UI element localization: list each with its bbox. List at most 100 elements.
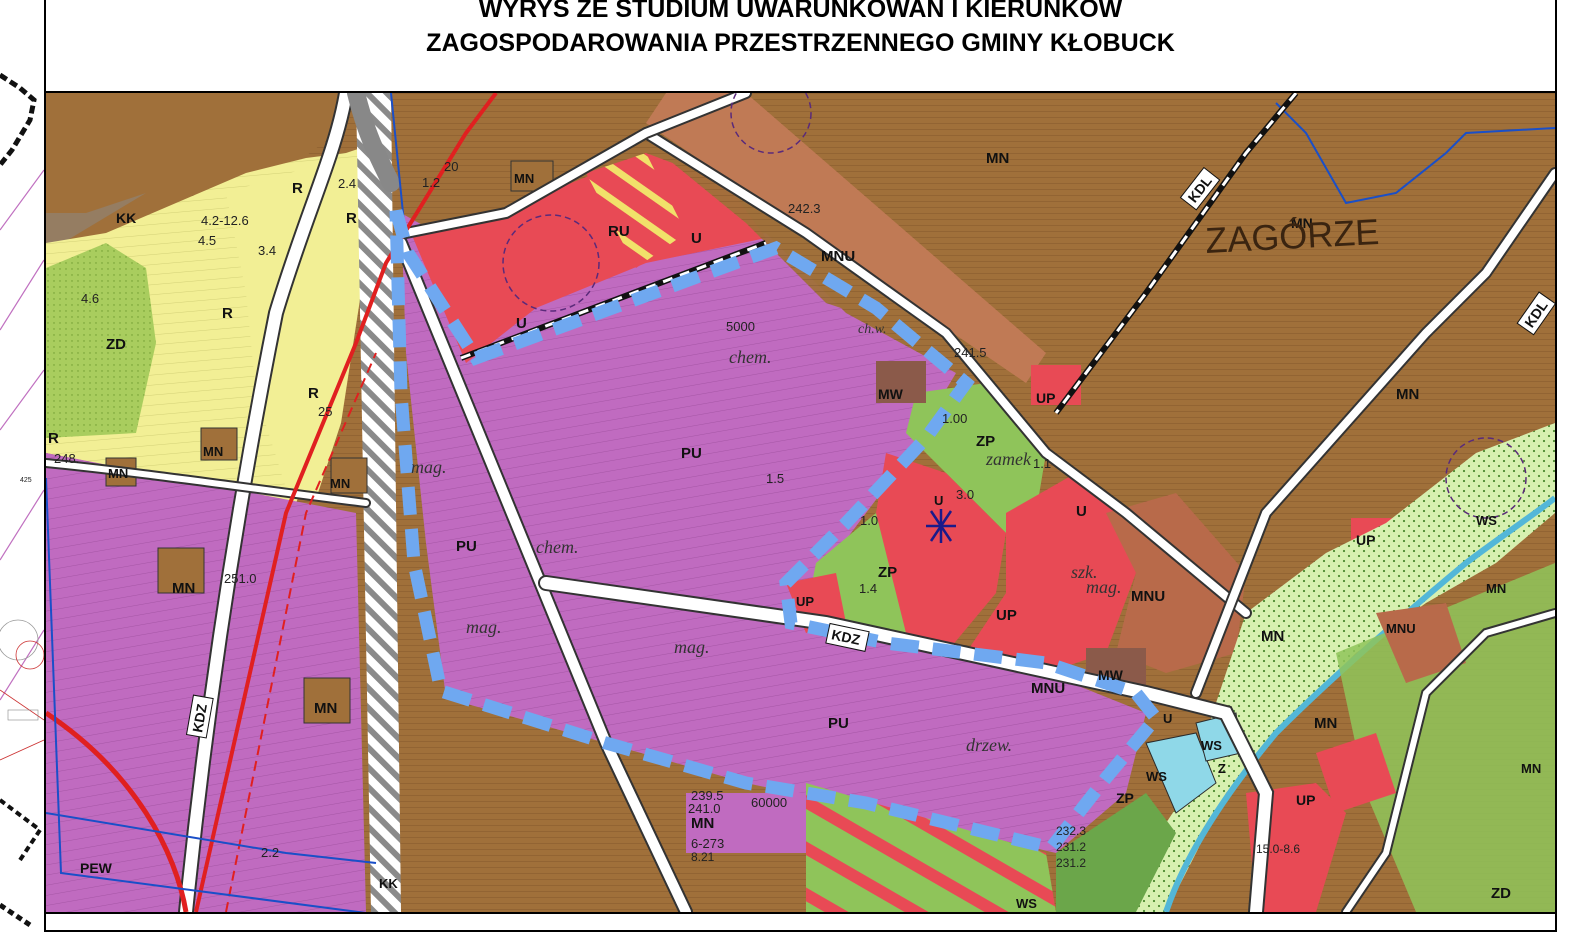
- label-zp-2: ZP: [878, 564, 897, 581]
- label-pu-1: PU: [681, 445, 702, 462]
- label-mn-bottom: MN: [691, 815, 714, 832]
- label-drzew: drzew.: [966, 735, 1012, 755]
- label-n-14: 1.4: [859, 581, 877, 596]
- label-chem-2: chem.: [536, 537, 578, 557]
- label-n-11: 1.1: [1033, 456, 1051, 471]
- label-n-100: 1.00: [942, 411, 967, 426]
- label-ws-4: WS: [1016, 896, 1037, 911]
- label-mn-right3: MN: [1314, 715, 1337, 732]
- label-n-5000: 5000: [726, 319, 755, 334]
- zone-mw-1: [876, 361, 926, 403]
- label-mn-left1: MN: [172, 580, 195, 597]
- label-mn-top: MN: [986, 150, 1009, 167]
- label-mn-right5: MN: [1521, 761, 1541, 776]
- label-n-2410: 241.0: [688, 801, 721, 816]
- label-ws-3: WS: [1476, 513, 1497, 528]
- label-n-2312b: 231.2: [1056, 856, 1086, 870]
- label-r-3: R: [222, 305, 233, 322]
- zone-services-up-a: [876, 453, 1006, 653]
- label-n-2323: 232.3: [1056, 824, 1086, 838]
- zone-mn-square-2: [303, 677, 351, 724]
- map-canvas: MN MN MN MN MN MN MN MN MN MN MN MN MN M…: [46, 93, 1555, 912]
- label-pu-2: PU: [456, 538, 477, 555]
- label-up-5: UP: [1296, 792, 1315, 808]
- zone-zp-striped: [806, 783, 1056, 912]
- label-n-2423: 242.3: [788, 201, 821, 216]
- label-mag-3: mag.: [674, 637, 710, 657]
- label-kk-2: KK: [379, 876, 398, 891]
- label-n-12: 1.2: [422, 175, 440, 190]
- study-map[interactable]: MN MN MN MN MN MN MN MN MN MN MN MN MN M…: [46, 93, 1555, 912]
- label-mag-1: mag.: [411, 457, 447, 477]
- zone-mn-square-1: [157, 547, 205, 594]
- zone-mnu-north: [646, 93, 1046, 383]
- label-n-15: 1.5: [766, 471, 784, 486]
- label-mn-left2: MN: [314, 700, 337, 717]
- protection-zones: [502, 93, 1527, 519]
- roads-layer: [46, 93, 1555, 912]
- label-mnu-4: MNU: [1386, 621, 1416, 636]
- zone-water-ws: [1145, 732, 1217, 814]
- label-zd-2: ZD: [1491, 885, 1511, 902]
- bottom-frame-bar: [46, 912, 1555, 930]
- label-chw: ch.w.: [858, 322, 887, 337]
- label-mn-zagorze: MN: [1291, 215, 1313, 231]
- label-mnu-3: MNU: [1031, 680, 1065, 697]
- monument-star-icon: [926, 509, 956, 543]
- zone-allotments-zd: [46, 243, 156, 438]
- label-mn-top3: MN: [514, 171, 534, 186]
- label-road-kdz-mid: KDZ: [830, 626, 862, 648]
- title-line-1: WYRYS ZE STUDIUM UWARUNKOWAŃ I KIERUNKÓW: [478, 0, 1123, 23]
- map-extract-frame: WYRYS ZE STUDIUM UWARUNKOWAŃ I KIERUNKÓW…: [44, 0, 1557, 932]
- label-mn-right1: MN: [1396, 386, 1419, 403]
- label-n-34: 3.4: [258, 243, 276, 258]
- label-n-1509: 15.0-8.6: [1256, 842, 1300, 856]
- label-r-4: R: [308, 385, 319, 402]
- zone-up-small-top: [1031, 365, 1081, 405]
- zone-ru: [586, 153, 686, 268]
- label-n-2415: 241.5: [954, 345, 987, 360]
- label-u-1: U: [691, 230, 702, 247]
- label-n-22: 2.2: [261, 845, 279, 860]
- zone-services-up-b: [966, 473, 1136, 673]
- label-z: Z: [1218, 761, 1226, 776]
- label-n-6273: 6-273: [691, 836, 724, 851]
- label-road-kdz-left: KDZ: [189, 702, 210, 734]
- label-n-46: 4.6: [81, 291, 99, 306]
- label-n-20: 20: [444, 159, 458, 174]
- label-kk-1: KK: [116, 210, 136, 226]
- label-n-2395: 239.5: [691, 788, 724, 803]
- label-pew: PEW: [80, 860, 113, 876]
- label-up-3: UP: [796, 594, 814, 609]
- zone-zp-south: [1056, 793, 1176, 912]
- label-r-2: R: [346, 210, 357, 227]
- label-n-60000: 60000: [751, 795, 787, 810]
- label-mw-1: MW: [878, 386, 904, 402]
- area-boundary-blue: [46, 93, 1555, 912]
- label-zp-3: ZP: [1116, 790, 1134, 806]
- label-mnu-1: MNU: [821, 248, 855, 265]
- label-r-5: R: [48, 430, 59, 447]
- label-ru-1: RU: [608, 223, 630, 240]
- label-mw-2: MW: [1098, 667, 1124, 683]
- label-mn-left4: MN: [203, 444, 223, 459]
- label-zamek: zamek: [985, 449, 1032, 469]
- label-u-2: U: [516, 315, 527, 332]
- label-n-2510: 251.0: [224, 571, 257, 586]
- label-n-45: 4.5: [198, 233, 216, 248]
- label-zp-1: ZP: [976, 433, 995, 450]
- label-n-4212: 4.2-12.6: [201, 213, 249, 228]
- label-up-1: UP: [1036, 390, 1055, 406]
- label-n-248: 248.: [54, 451, 79, 466]
- label-up-4: UP: [1356, 532, 1375, 548]
- label-mn-right2: MN: [1261, 628, 1284, 645]
- title-line-2: ZAGOSPODAROWANIA PRZESTRZENNEGO GMINY KŁ…: [426, 29, 1175, 57]
- label-place-zagorze: ZAGÓRZE: [1204, 211, 1380, 261]
- left-strip-label-425: 425: [20, 477, 32, 484]
- label-u-5: U: [934, 493, 943, 508]
- label-szk: szk.: [1071, 562, 1098, 582]
- label-ws-1: WS: [1146, 769, 1167, 784]
- label-n-24: 2.4: [338, 176, 356, 191]
- railway-corridor: [356, 93, 401, 912]
- label-n-30: 3.0: [956, 487, 974, 502]
